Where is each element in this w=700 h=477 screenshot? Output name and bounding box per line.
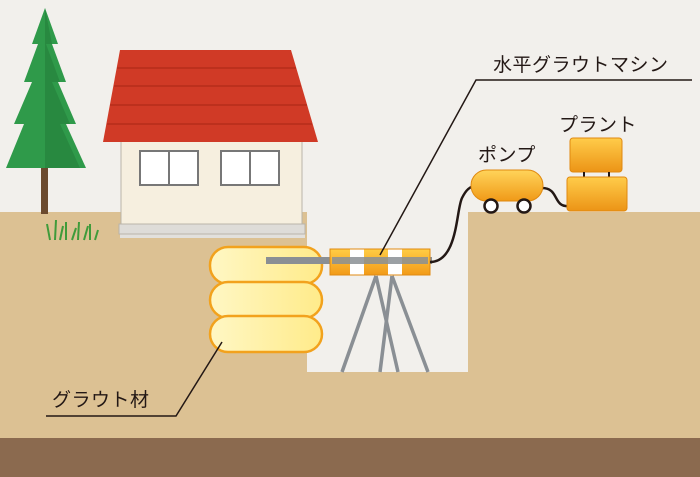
label-plant: プラント [559,114,638,136]
grout-material [208,245,324,354]
machine-leader-line [379,79,692,256]
horizontal-grout-machine [329,248,431,276]
grass-tuft [46,219,99,241]
machine-frame [340,275,430,373]
house [103,50,318,238]
label-horizontal-grout-machine: 水平グラウトマシン [493,54,669,76]
house-roof [103,50,318,142]
soil-ground [0,212,700,445]
label-pump: ポンプ [478,144,536,166]
label-grout-material: グラウト材 [52,389,150,411]
tree [6,8,86,214]
grout-leader-line [46,341,223,417]
hose-pump-to-plant [541,186,571,208]
plant [566,137,628,212]
bedrock-layer [0,438,700,477]
pump [470,169,544,214]
